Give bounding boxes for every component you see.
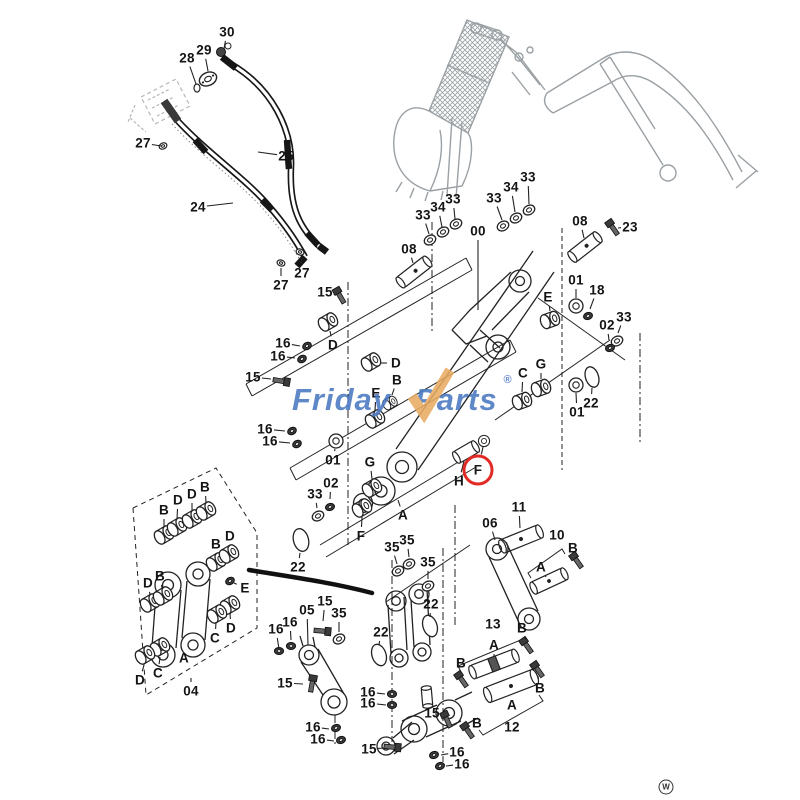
leader-16-30 [286, 356, 296, 359]
leader-33-8 [425, 223, 430, 235]
leader-18-20 [589, 298, 595, 310]
leader-d-50 [176, 508, 179, 520]
leader-c-61 [158, 656, 161, 665]
leader-28-2 [189, 66, 197, 85]
hardware [132, 202, 626, 772]
leader-01-26 [575, 392, 578, 404]
leader-16-72 [376, 692, 386, 695]
leader-e-34 [374, 401, 377, 411]
hose-group [157, 42, 330, 269]
leader-33-10 [453, 207, 456, 220]
pins [395, 231, 603, 709]
leader-33-13 [496, 206, 503, 221]
leader-30-0 [223, 40, 226, 50]
leader-33-22 [617, 325, 622, 334]
leader-b-87 [524, 636, 527, 641]
leader-33-15 [527, 185, 530, 205]
leader-b-78 [468, 728, 471, 731]
leader-d-55 [148, 591, 151, 596]
leader-16-36 [278, 441, 291, 444]
leader-33-40 [315, 502, 318, 509]
leader-22-70 [378, 640, 381, 646]
leader-d-28 [329, 330, 332, 337]
leader-a-60 [180, 646, 183, 650]
leader-16-80 [445, 764, 454, 767]
leader-b-90 [537, 675, 540, 680]
leader-35-46 [407, 548, 410, 558]
leader-a-85 [544, 574, 547, 578]
leader-05-64 [306, 618, 309, 646]
leader-11-81 [518, 515, 521, 529]
leader-16-79 [440, 753, 449, 756]
leader-34-9 [439, 215, 443, 228]
leader-16-29 [291, 344, 301, 347]
links [150, 537, 541, 756]
leader-08-16 [581, 229, 585, 239]
leader-16-35 [273, 429, 286, 432]
leader-24-5 [206, 202, 234, 207]
leader-15-27 [333, 293, 337, 296]
leader-lines [141, 40, 622, 767]
leader-02-21 [607, 333, 610, 341]
leader-15-65 [322, 609, 325, 622]
leader-c-24 [521, 381, 524, 393]
leader-f-41 [480, 446, 484, 455]
leader-16-74 [321, 727, 330, 730]
leader-16-67 [276, 637, 280, 650]
registered-mark: ® [503, 374, 512, 386]
construction-lines [132, 222, 641, 762]
leader-b-56 [160, 584, 163, 589]
leader-16-73 [376, 703, 387, 706]
corner-registration-mark: W [658, 779, 674, 795]
watermark-check-icon [407, 367, 455, 424]
leader-25-4 [257, 151, 278, 156]
leader-34-14 [511, 195, 516, 213]
leader-f-44 [360, 516, 363, 528]
leader-g-38 [370, 470, 373, 480]
leader-16-68 [289, 630, 292, 641]
leader-27-3 [151, 143, 162, 147]
leader-08-11 [410, 257, 414, 264]
leader-e-18 [548, 305, 551, 312]
leader-a-43 [397, 499, 401, 507]
leader-06-82 [491, 531, 496, 541]
excavator-sketch [393, 19, 759, 202]
leader-e-57 [233, 582, 238, 585]
leader-35-45 [393, 555, 398, 565]
leader-d-62 [141, 664, 145, 672]
leader-22-48 [298, 552, 301, 559]
leader-15-69 [293, 682, 304, 685]
leader-29-1 [205, 58, 209, 72]
watermark-text-1: Friday [292, 382, 392, 417]
leader-b-33 [391, 388, 395, 396]
leader-16-75 [326, 739, 335, 742]
leader-15-31 [261, 377, 272, 380]
